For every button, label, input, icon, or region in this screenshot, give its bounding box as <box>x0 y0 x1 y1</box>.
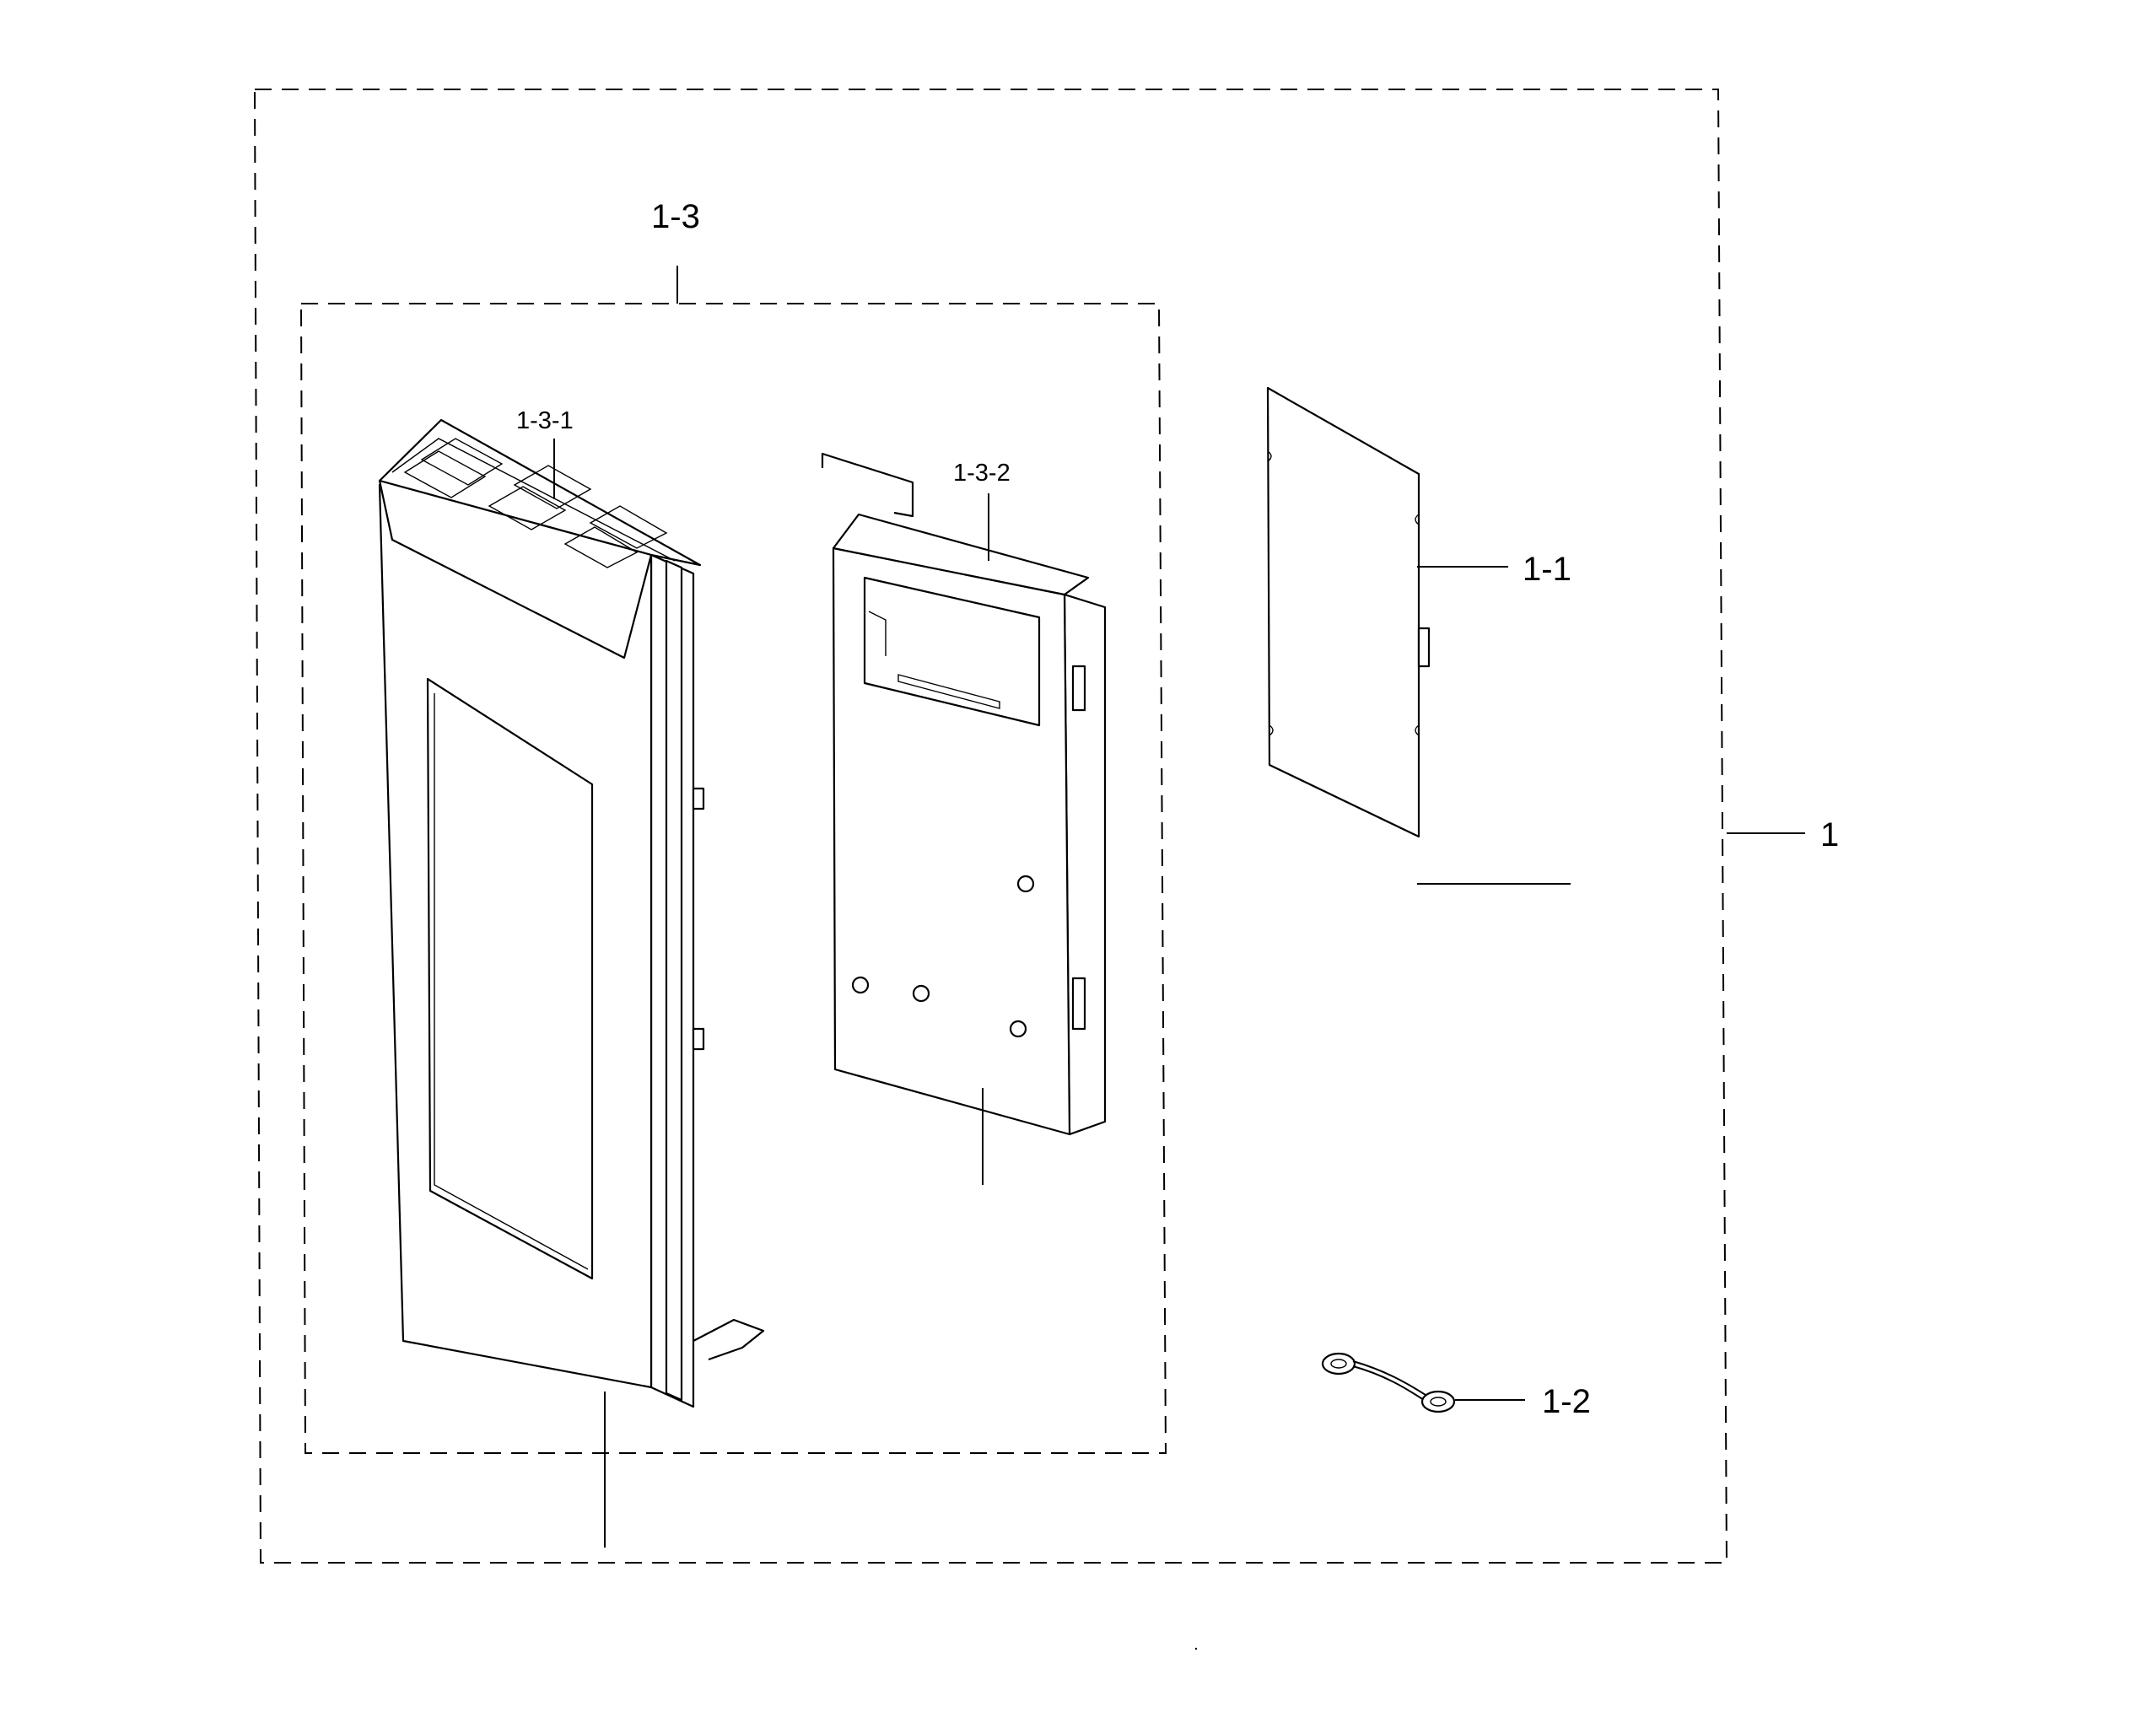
part-1-1-cover-sheet <box>1266 386 1431 838</box>
part-1-3-2-inner-panel <box>821 452 1107 1136</box>
subassembly-1-3-boundary <box>300 303 1167 1454</box>
part-1-3-1-door <box>378 418 765 1408</box>
assembly-1-boundary <box>254 89 1728 1564</box>
label-part-1-3-2: 1-3-2 <box>953 460 1011 487</box>
label-part-1-3-1: 1-3-1 <box>516 407 574 434</box>
label-subassembly-1-3: 1-3 <box>651 198 700 235</box>
label-assembly-1: 1 <box>1820 816 1839 853</box>
label-part-1-1: 1-1 <box>1523 551 1571 588</box>
label-part-1-2: 1-2 <box>1542 1383 1591 1420</box>
stray-dot <box>1194 1647 1198 1650</box>
part-1-2-wire-terminal <box>1321 1352 1456 1413</box>
